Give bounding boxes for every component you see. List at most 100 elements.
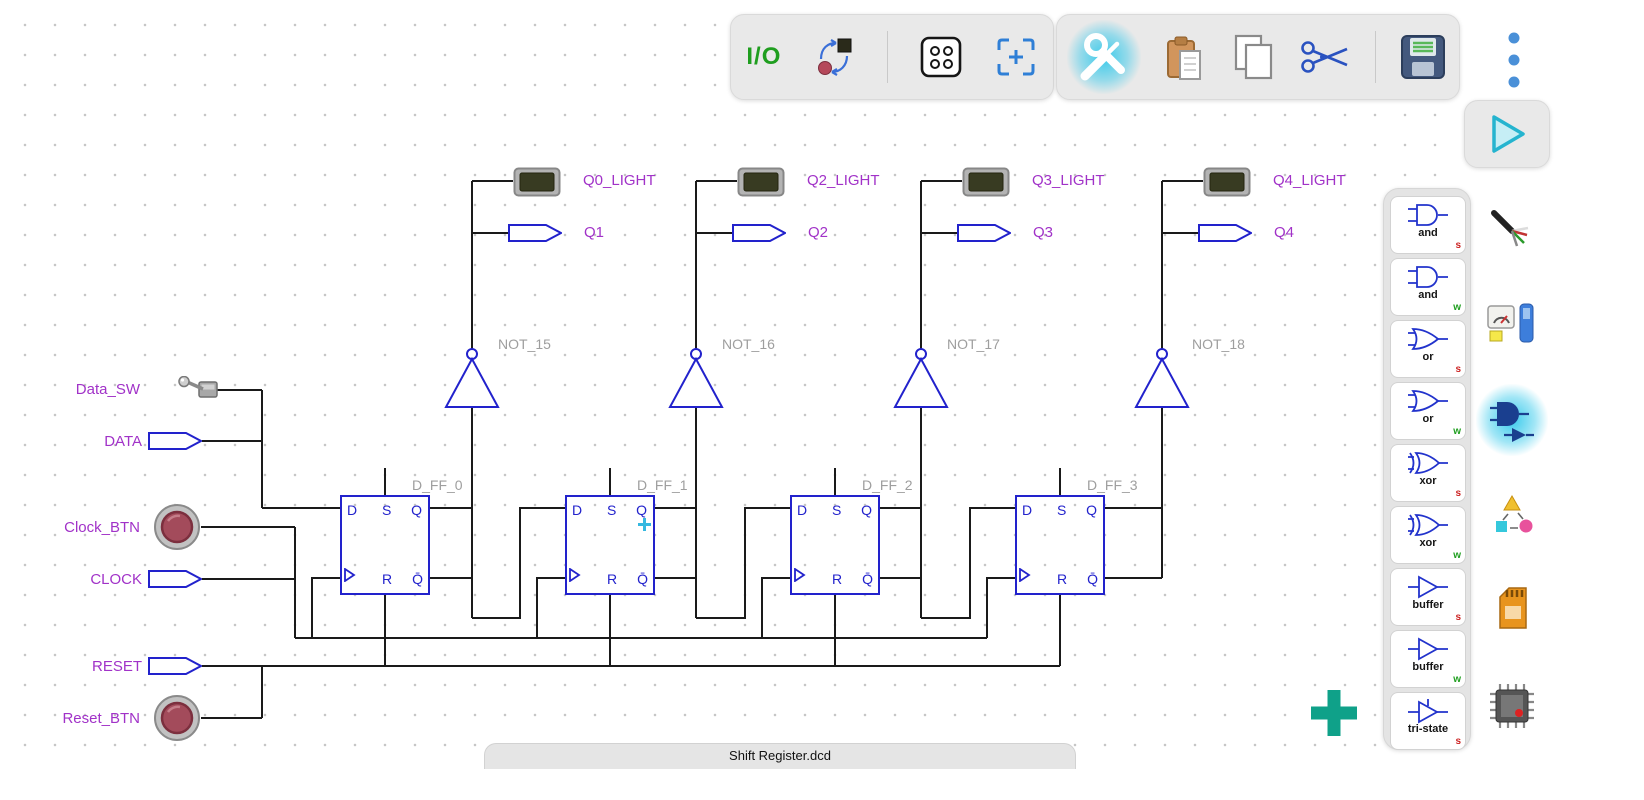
palette-item-label: or	[1422, 351, 1434, 363]
save-icon[interactable]	[1399, 33, 1447, 81]
focus-center-icon[interactable]	[994, 35, 1038, 79]
variant-letter: s	[1455, 736, 1461, 747]
variant-letter: s	[1455, 364, 1461, 375]
light-label: Q2_LIGHT	[807, 172, 880, 189]
button-label: Clock_BTN	[64, 519, 140, 536]
run-button[interactable]	[1464, 100, 1550, 168]
output-pin[interactable]	[732, 224, 786, 242]
dot-grid-icon[interactable]	[919, 35, 963, 79]
palette-item-label: and	[1418, 289, 1438, 301]
light-label: Q0_LIGHT	[583, 172, 656, 189]
canvas-grid[interactable]	[0, 0, 1462, 768]
gates-category-button[interactable]	[1476, 384, 1548, 456]
output-pin[interactable]	[1198, 224, 1252, 242]
d-flipflop[interactable]: D S Q R Q̄	[790, 495, 880, 595]
highlight-plus-icon	[638, 518, 651, 531]
palette-item-buffer-weak[interactable]: buffer w	[1390, 630, 1466, 688]
d-flipflop[interactable]: D S Q R Q̄	[340, 495, 430, 595]
kebab-menu-icon[interactable]	[1502, 28, 1526, 92]
ff-pin-qn: Q̄	[862, 571, 873, 587]
add-component-button[interactable]	[1307, 686, 1361, 740]
variant-letter: w	[1453, 302, 1461, 313]
toggle-switch[interactable]	[173, 376, 221, 404]
bottom-margin-panel	[0, 767, 1644, 800]
palette-item-xor-weak[interactable]: xor w	[1390, 506, 1466, 564]
not-gate[interactable]	[1133, 348, 1191, 410]
wire-splice-icon[interactable]	[1488, 205, 1536, 253]
palette-item-and-strong[interactable]: and s	[1390, 196, 1466, 254]
ff-pin-d: D	[797, 502, 808, 518]
palette-item-label: tri-state	[1407, 723, 1449, 735]
sd-card-icon[interactable]	[1492, 584, 1532, 632]
cut-icon[interactable]	[1300, 35, 1352, 79]
ff-pin-qn: Q̄	[412, 571, 423, 587]
buffer-gate-icon	[1408, 637, 1448, 661]
ff-pin-q: Q	[861, 502, 872, 518]
meter-battery-icon[interactable]	[1486, 300, 1538, 346]
clock-pin-icon	[794, 568, 806, 582]
variant-letter: w	[1453, 674, 1461, 685]
palette-item-label: buffer	[1412, 599, 1444, 611]
variant-letter: w	[1453, 426, 1461, 437]
led-light[interactable]	[737, 167, 785, 197]
palette-item-xor-strong[interactable]: xor s	[1390, 444, 1466, 502]
palette-item-and-weak[interactable]: and w	[1390, 258, 1466, 316]
input-pin[interactable]	[148, 570, 202, 588]
d-flipflop[interactable]: D S Q R Q̄	[1015, 495, 1105, 595]
output-pin-label: Q3	[1033, 224, 1054, 241]
led-light[interactable]	[1203, 167, 1251, 197]
clock-pin-icon	[1019, 568, 1031, 582]
output-pin[interactable]	[508, 224, 562, 242]
d-flipflop[interactable]: D S Q R Q̄	[565, 495, 655, 595]
component-palette: and s and w or s or w xor s xor w	[1383, 188, 1471, 750]
push-button[interactable]	[153, 503, 201, 551]
ff-pin-r: R	[382, 571, 393, 587]
output-pin[interactable]	[957, 224, 1011, 242]
toolbar-divider	[1375, 31, 1377, 83]
and-gate-icon	[1408, 204, 1448, 226]
converter-icon[interactable]	[1488, 492, 1536, 544]
input-pin[interactable]	[148, 432, 202, 450]
palette-item-buffer-strong[interactable]: buffer s	[1390, 568, 1466, 626]
input-pin-label: CLOCK	[90, 571, 142, 588]
clock-pin-icon	[344, 568, 356, 582]
switch-label: Data_SW	[75, 381, 140, 398]
not-gate-label: NOT_17	[947, 336, 1000, 352]
state-toggle-icon[interactable]	[812, 35, 856, 79]
ff-pin-r: R	[607, 571, 618, 587]
paste-icon[interactable]	[1162, 33, 1208, 81]
not-gate[interactable]	[667, 348, 725, 410]
not-gate-label: NOT_15	[498, 336, 551, 352]
clock-pin-icon	[569, 568, 581, 582]
chip-icon[interactable]	[1488, 682, 1536, 730]
xor-gate-icon	[1408, 452, 1448, 474]
led-light[interactable]	[962, 167, 1010, 197]
ff-pin-s: S	[382, 502, 392, 518]
ff-pin-q: Q	[636, 502, 647, 518]
input-pin[interactable]	[148, 657, 202, 675]
flipflop-label: D_FF_0	[412, 477, 463, 493]
tools-icon	[1080, 33, 1125, 81]
ff-pin-q: Q	[1086, 502, 1097, 518]
palette-item-or-weak[interactable]: or w	[1390, 382, 1466, 440]
flipflop-label: D_FF_2	[862, 477, 913, 493]
io-button[interactable]: I/O	[746, 43, 782, 70]
file-tab[interactable]: Shift Register.dcd	[484, 743, 1076, 769]
tools-button[interactable]	[1066, 20, 1141, 94]
palette-item-or-strong[interactable]: or s	[1390, 320, 1466, 378]
variant-letter: s	[1455, 612, 1461, 623]
output-pin-label: Q4	[1274, 224, 1295, 241]
push-button[interactable]	[153, 694, 201, 742]
ff-pin-d: D	[347, 502, 358, 518]
palette-item-label: buffer	[1412, 661, 1444, 673]
light-label: Q3_LIGHT	[1032, 172, 1105, 189]
not-gate[interactable]	[443, 348, 501, 410]
variant-letter: s	[1455, 240, 1461, 251]
copy-icon[interactable]	[1231, 33, 1277, 81]
led-light[interactable]	[513, 167, 561, 197]
not-gate[interactable]	[892, 348, 950, 410]
palette-item-label: xor	[1419, 475, 1437, 487]
variant-letter: w	[1453, 550, 1461, 561]
palette-item-tristate[interactable]: tri-state s	[1390, 692, 1466, 750]
